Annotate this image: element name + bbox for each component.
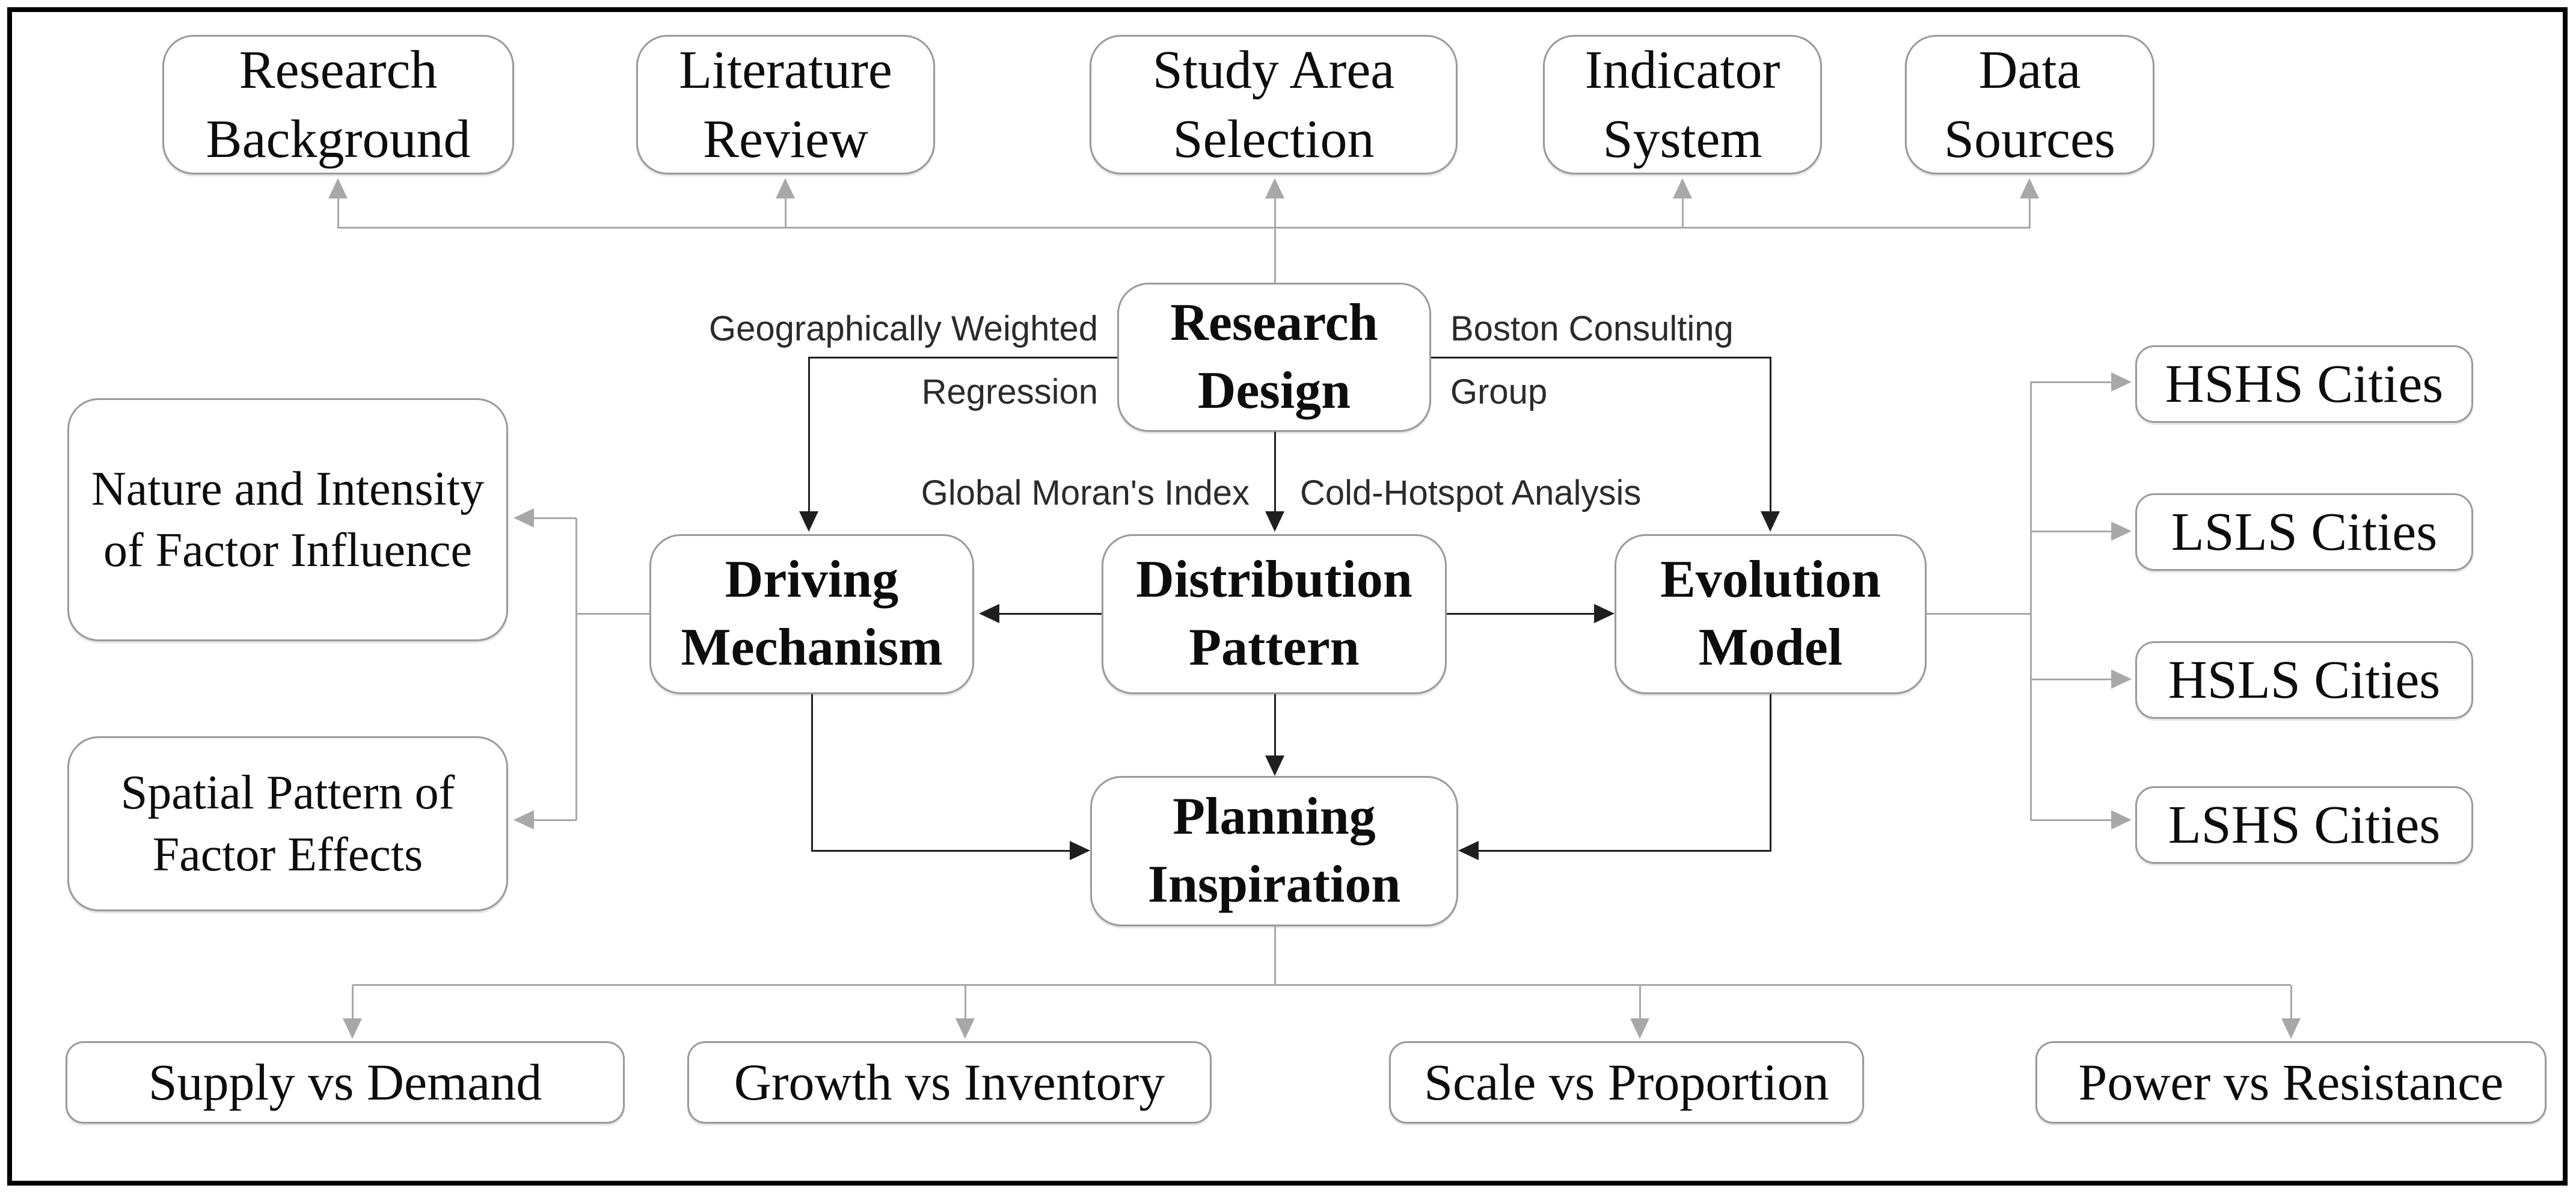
connector-bottom-drop-2 [964, 985, 966, 1020]
connector-driving-to-planning [811, 850, 1070, 852]
arrowhead-right-4 [2111, 810, 2132, 829]
arrowhead-left-1 [514, 508, 534, 528]
node-growth-vs-inventory: Growth vs Inventory [687, 1041, 1212, 1124]
arrowhead-right-1 [2111, 372, 2132, 392]
connector-top-to-research-design [1274, 229, 1276, 283]
node-power-vs-resistance: Power vs Resistance [2035, 1041, 2547, 1124]
connector-rd-left-horizontal [809, 357, 1117, 359]
node-nature-intensity-factor-influence: Nature and Intensity of Factor Influence [67, 398, 508, 641]
node-evolution-model: Evolution Model [1615, 534, 1927, 694]
arrowhead-top-3 [1265, 178, 1284, 198]
connector-top-horizontal [338, 227, 2029, 229]
arrowhead-bottom-4 [2281, 1018, 2301, 1039]
node-research-design: Research Design [1117, 283, 1431, 432]
node-data-sources: Data Sources [1905, 35, 2154, 174]
connector-evolution-drop [1770, 694, 1771, 852]
arrowhead-rd-to-evolution [1761, 511, 1780, 532]
connector-right-arrow-line-4 [2031, 819, 2111, 821]
arrowhead-left-2 [514, 810, 534, 829]
connector-top-riser-3 [1274, 197, 1276, 229]
connector-driving-drop [811, 694, 813, 852]
connector-distribution-to-evolution [1447, 613, 1594, 615]
connector-left-trunk [575, 518, 577, 820]
node-distribution-pattern: Distribution Pattern [1102, 534, 1447, 694]
arrowhead-top-1 [328, 178, 348, 198]
connector-rd-left-drop [808, 357, 810, 511]
connector-right-arrow-line-3 [2031, 679, 2111, 680]
node-study-area-selection: Study Area Selection [1090, 35, 1458, 174]
connector-right-trunk [2030, 382, 2032, 820]
connector-evolution-to-planning [1479, 850, 1771, 852]
connector-bottom-stem [1274, 926, 1276, 985]
connector-distribution-to-planning [1274, 694, 1276, 755]
node-research-background: Research Background [162, 35, 514, 174]
arrowhead-driving-to-planning [1070, 841, 1090, 860]
arrowhead-bottom-2 [955, 1018, 975, 1039]
connector-rd-right-drop [1770, 357, 1771, 511]
arrowhead-right-3 [2111, 669, 2132, 689]
node-hsls-cities: HSLS Cities [2135, 641, 2473, 719]
node-planning-inspiration: Planning Inspiration [1090, 776, 1458, 926]
connector-top-riser-1 [337, 197, 339, 229]
label-bcg-line1: Boston Consulting [1450, 309, 1734, 348]
node-supply-vs-demand: Supply vs Demand [66, 1041, 625, 1124]
connector-top-riser-2 [785, 197, 787, 229]
arrowhead-bottom-3 [1630, 1018, 1649, 1039]
arrowhead-to-evolution [1594, 604, 1615, 623]
connector-rd-right-horizontal [1431, 357, 1770, 359]
node-scale-vs-proportion: Scale vs Proportion [1389, 1041, 1864, 1124]
connector-rd-center-drop [1274, 432, 1276, 511]
arrowhead-to-driving [979, 604, 999, 623]
node-lshs-cities: LSHS Cities [2135, 786, 2473, 864]
connector-right-stub [1927, 613, 2031, 615]
label-gwr-line1: Geographically Weighted [709, 309, 1098, 348]
node-driving-mechanism: Driving Mechanism [649, 534, 974, 694]
arrowhead-top-4 [1673, 178, 1692, 198]
connector-bottom-drop-3 [1639, 985, 1641, 1020]
node-indicator-system: Indicator System [1543, 35, 1822, 174]
connector-distribution-to-driving [999, 613, 1102, 615]
connector-bottom-drop-1 [352, 985, 354, 1020]
arrowhead-rd-to-driving [799, 511, 818, 532]
outer-frame [7, 7, 2568, 1186]
label-global-morans-index: Global Moran's Index [921, 473, 1250, 512]
node-hshs-cities: HSHS Cities [2135, 345, 2473, 423]
arrowhead-right-2 [2111, 522, 2132, 541]
connector-left-arrow-line-2 [533, 819, 576, 821]
node-lsls-cities: LSLS Cities [2135, 493, 2473, 571]
connector-left-arrow-line-1 [533, 517, 576, 519]
arrowhead-bottom-1 [343, 1018, 362, 1039]
connector-top-riser-4 [1682, 197, 1684, 229]
connector-bottom-horizontal [352, 984, 2291, 986]
connector-right-arrow-line-1 [2031, 381, 2111, 383]
arrowhead-distribution-to-planning [1265, 755, 1284, 776]
arrowhead-evolution-to-planning [1458, 841, 1479, 860]
connector-bottom-drop-4 [2290, 985, 2292, 1020]
arrowhead-rd-to-distribution [1265, 511, 1284, 532]
label-bcg-line2: Group [1450, 372, 1548, 411]
connector-left-stub [576, 613, 649, 615]
label-gwr-line2: Regression [921, 372, 1098, 411]
arrowhead-top-2 [776, 178, 795, 198]
node-spatial-pattern-factor-effects: Spatial Pattern of Factor Effects [67, 736, 508, 911]
connector-top-riser-5 [2029, 197, 2031, 229]
label-cold-hotspot-analysis: Cold-Hotspot Analysis [1300, 473, 1642, 512]
arrowhead-top-5 [2020, 178, 2039, 198]
connector-right-arrow-line-2 [2031, 531, 2111, 532]
node-literature-review: Literature Review [636, 35, 935, 174]
